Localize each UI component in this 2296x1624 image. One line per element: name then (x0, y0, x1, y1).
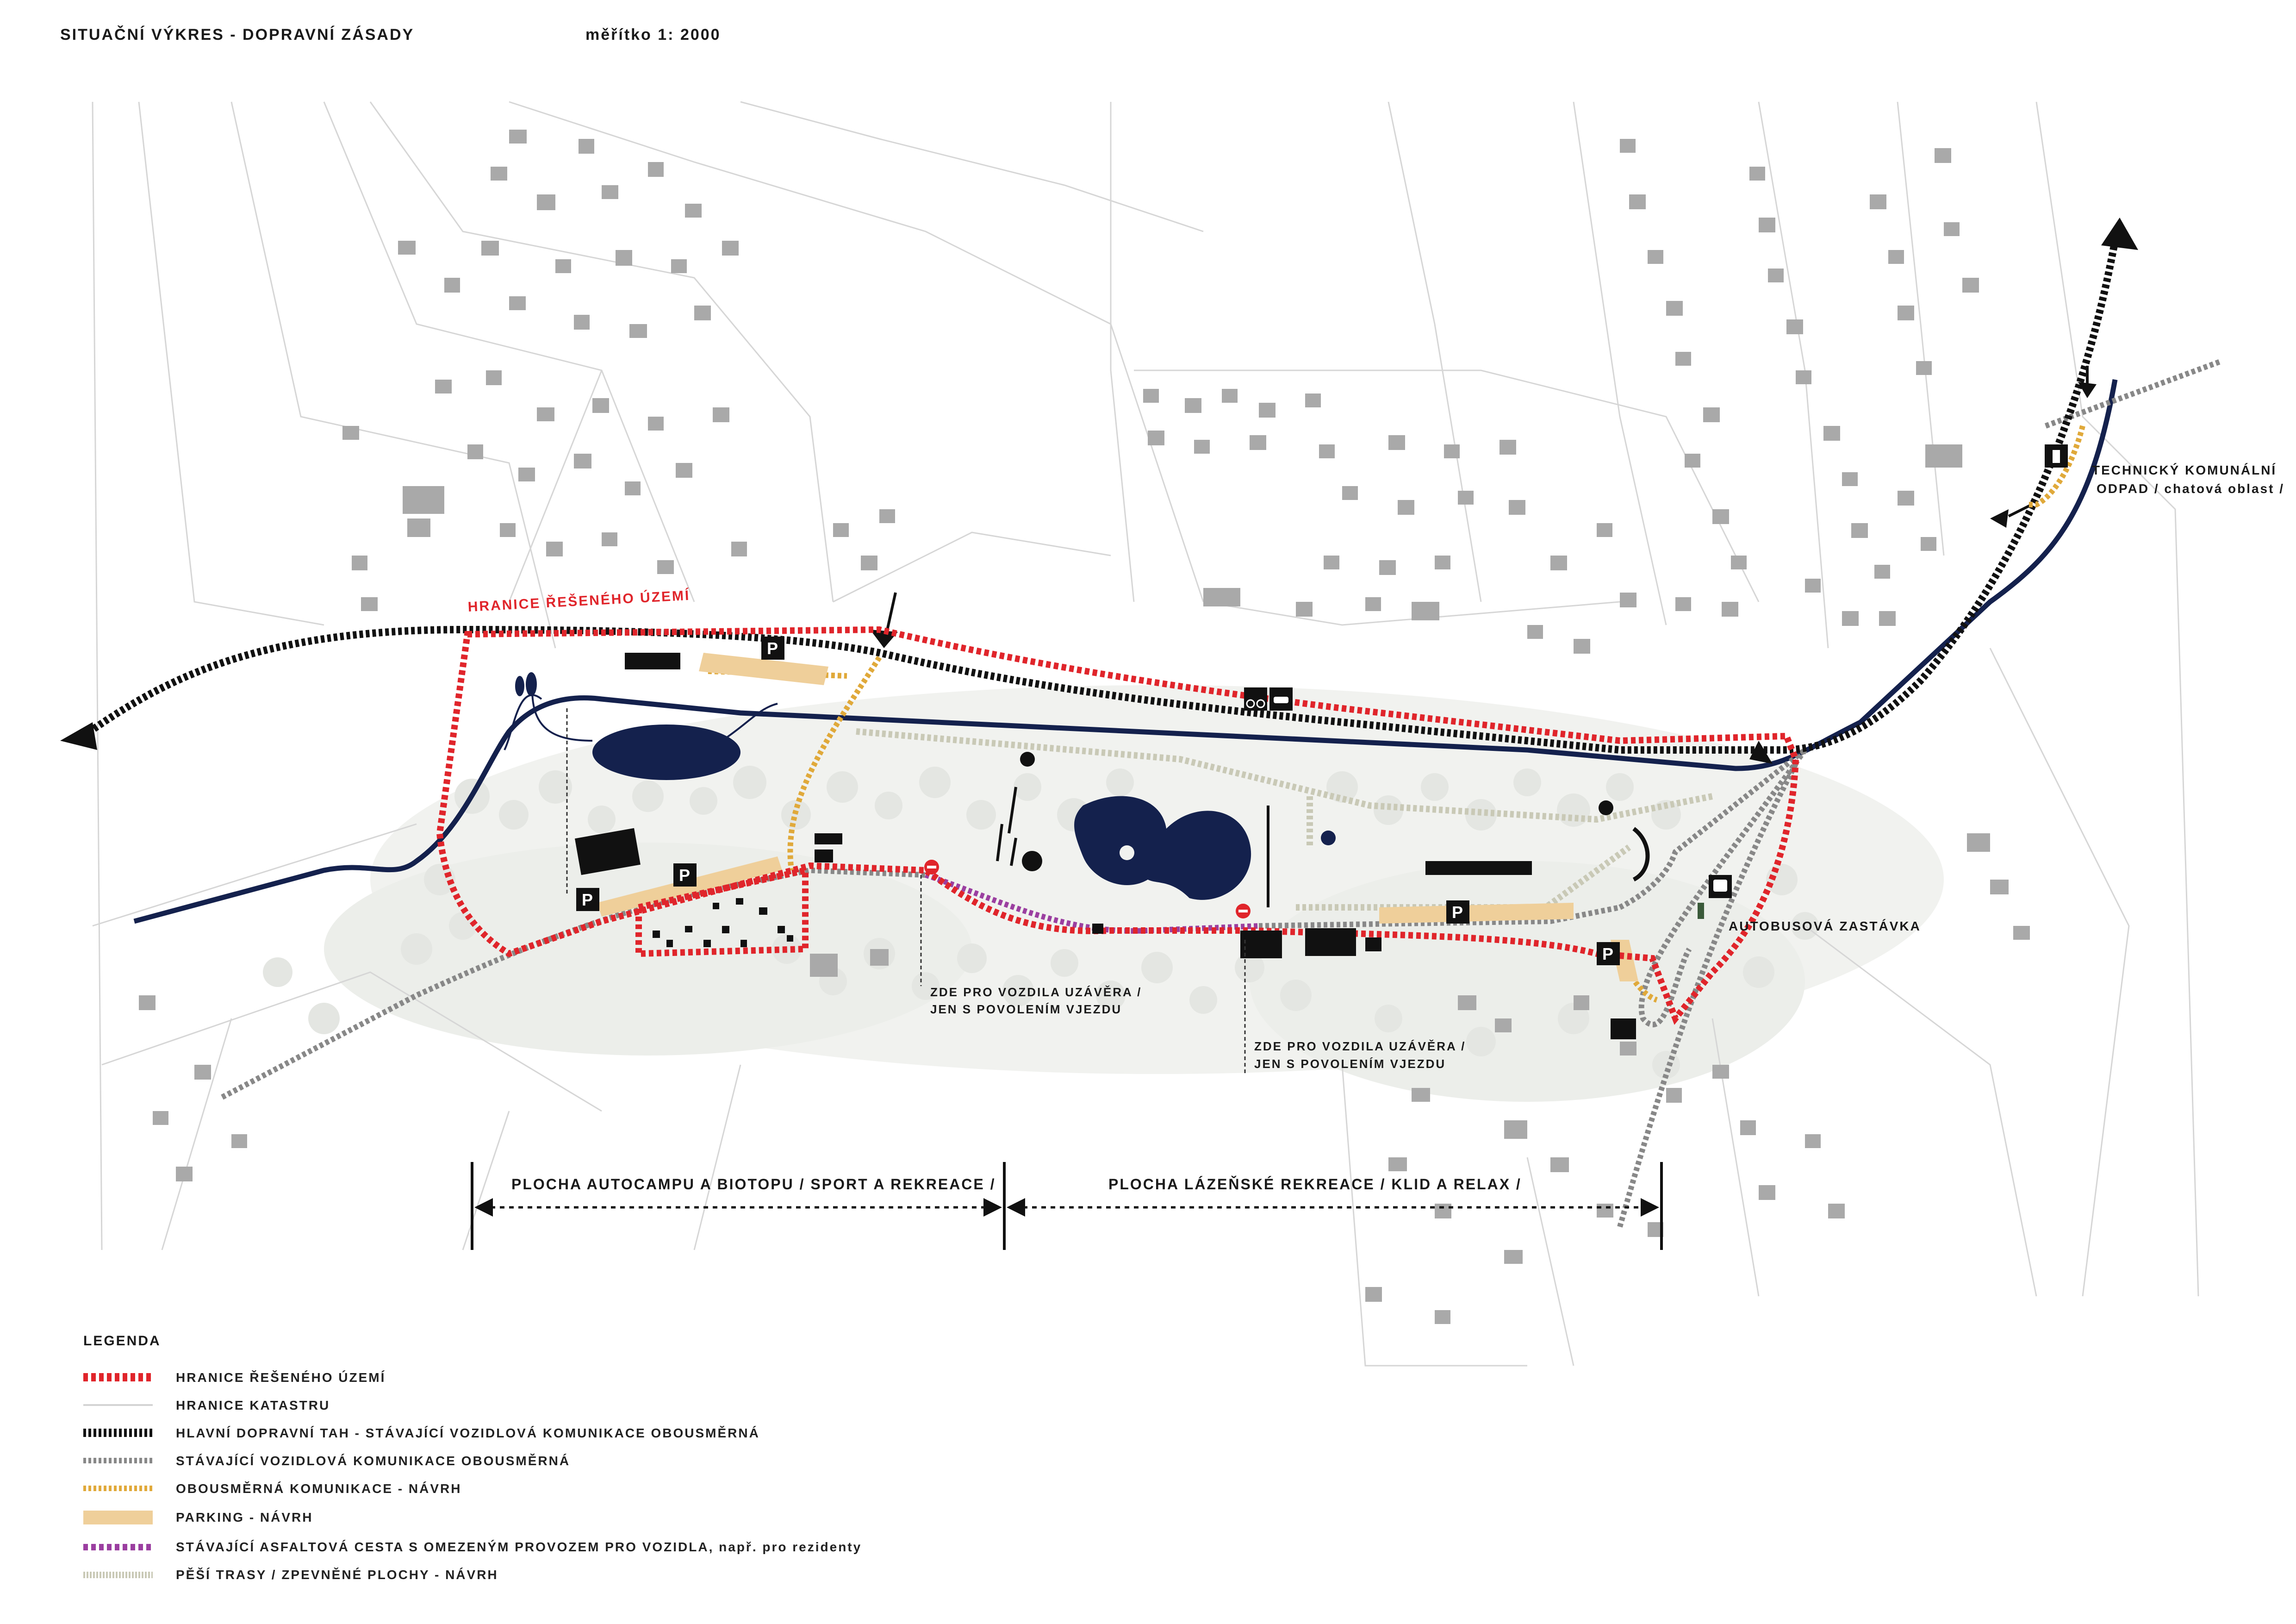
legend-label: PARKING - NÁVRH (176, 1510, 313, 1524)
parking-sign-label: P (1452, 903, 1463, 922)
closure1-line2: JEN S POVOLENÍM VJEZDU (930, 1002, 1122, 1016)
parking-signs (576, 637, 1620, 965)
bike-car-icon (1244, 687, 1293, 711)
site-boundary (436, 626, 1799, 1025)
buildings (139, 130, 2030, 1324)
waste-label-line2: ODPAD / chatová oblast / (2097, 481, 2284, 496)
legend-label: STÁVAJÍCÍ VOZIDLOVÁ KOMUNIKACE OBOUSMĚRN… (176, 1454, 571, 1468)
legend-label: HRANICE ŘEŠENÉHO ÚZEMÍ (176, 1370, 386, 1385)
closure2-line1: ZDE PRO VOZDILA UZÁVĚRA / (1254, 1039, 1466, 1053)
zone-arrowheads (474, 1198, 1659, 1217)
bus-stop-label: AUTOBUSOVÁ ZASTÁVKA (1729, 919, 1921, 933)
zone-right-label: PLOCHA LÁZEŇSKÉ REKREACE / KLID A RELAX … (1108, 1176, 1522, 1193)
closure1-line1: ZDE PRO VOZDILA UZÁVĚRA / (930, 985, 1142, 999)
restricted-road (925, 872, 1259, 934)
parking-sign-label: P (582, 890, 593, 909)
entry-arrow-lines (885, 366, 2089, 635)
road-arrows (60, 218, 2138, 764)
cadastral-lines (92, 101, 2199, 1367)
site-buildings (574, 653, 1636, 1039)
legend-label: HLAVNÍ DOPRAVNÍ TAH - STÁVAJÍCÍ VOZIDLOV… (176, 1426, 760, 1440)
legend-title: LEGENDA (83, 1333, 161, 1349)
legend-label: OBOUSMĚRNÁ KOMUNIKACE - NÁVRH (176, 1481, 462, 1496)
main-road (81, 240, 2119, 754)
legend-label: PĚŠÍ TRASY / ZPEVNĚNÉ PLOCHY - NÁVRH (176, 1568, 498, 1582)
legend-swatches (83, 1373, 153, 1578)
barriers (996, 787, 1650, 907)
scale-label: měřítko 1: 2000 (585, 26, 721, 44)
legend-label: STÁVAJÍCÍ ASFALTOVÁ CESTA S OMEZENÝM PRO… (176, 1540, 862, 1554)
site-green-area (263, 685, 1944, 1102)
zone-left-label: PLOCHA AUTOCAMPU A BIOTOPU / SPORT A REK… (511, 1176, 996, 1193)
parking-sign-label: P (767, 639, 778, 658)
waste-label-line1: TECHNICKÝ KOMUNÁLNÍ (2092, 463, 2277, 477)
zone-dimension-lines (471, 1162, 1663, 1250)
no-entry-sign (924, 860, 1251, 918)
stream (133, 379, 2118, 924)
waste-bin-icon (2045, 444, 2068, 468)
bus-stop-icon (1698, 875, 1732, 919)
closure2-line2: JEN S POVOLENÍM VJEZDU (1254, 1057, 1446, 1071)
parking-sign-label: P (679, 866, 691, 885)
ponds (515, 672, 1336, 900)
leader-lines (566, 708, 1246, 1074)
parking-sign-label: P (1602, 944, 1614, 963)
legend-label: HRANICE KATASTRU (176, 1398, 330, 1412)
page-title: SITUAČNÍ VÝKRES - DOPRAVNÍ ZÁSADY (60, 26, 415, 44)
